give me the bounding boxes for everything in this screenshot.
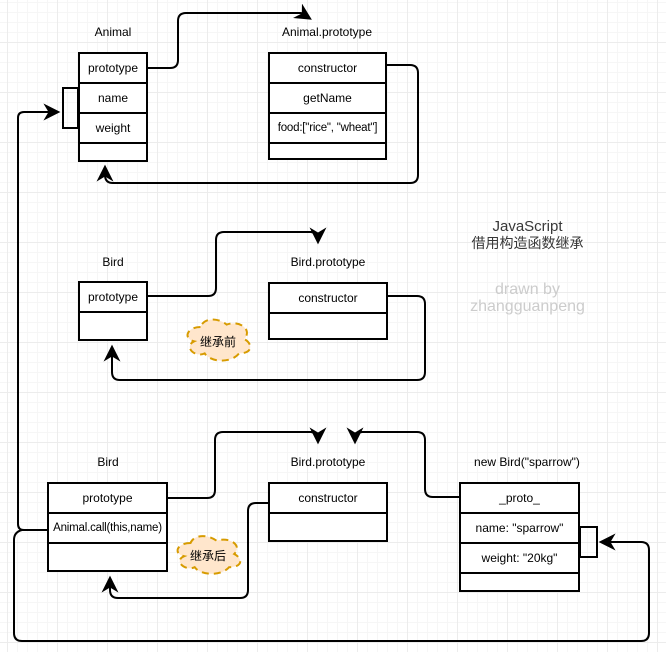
- credit-line1: drawn by: [495, 281, 560, 298]
- bird-prototype-before-box[interactable]: constructor: [268, 282, 388, 340]
- bird-before-row-empty[interactable]: [80, 311, 146, 339]
- arrow-bird-prototype-link-before: [148, 227, 327, 297]
- arrow-animal-constructor-loop: [96, 64, 419, 184]
- heading-line2: 借用构造函数继承: [471, 235, 584, 251]
- animal-row-weight[interactable]: weight: [80, 112, 146, 142]
- bird-before-box[interactable]: prototype: [78, 281, 148, 341]
- animal-row-empty[interactable]: [80, 142, 146, 160]
- diagram-credit: drawn by zhangguanpeng: [440, 281, 615, 315]
- bird-after-title: Bird: [97, 455, 119, 469]
- animal-row-prototype[interactable]: prototype: [87, 61, 139, 75]
- animal-box[interactable]: prototype name weight: [78, 52, 148, 162]
- bird-prototype-before-row-constructor[interactable]: constructor: [298, 291, 358, 305]
- bird-after-box[interactable]: prototype Animal.call(this,name): [47, 482, 168, 572]
- bird-before-row-prototype[interactable]: prototype: [87, 290, 139, 304]
- arrow-animal-call-to-instance-members: [13, 529, 650, 642]
- diagram-heading: JavaScript 借用构造函数继承: [440, 218, 615, 252]
- bird-prototype-after-title: Bird.prototype: [290, 455, 366, 469]
- new-bird-row-proto[interactable]: _proto_: [499, 491, 540, 505]
- arrow-animal-prototype-to-animal-prototype-object: [148, 3, 312, 69]
- bird-before-title: Bird: [102, 255, 124, 269]
- arrow-bird-constructor-loop-before: [103, 295, 426, 381]
- credit-line2: zhangguanpeng: [470, 298, 585, 315]
- bird-after-row-animal-call[interactable]: Animal.call(this,name): [49, 512, 166, 542]
- bird-prototype-after-row-constructor[interactable]: constructor: [298, 491, 358, 505]
- bird-prototype-after-row-empty[interactable]: [270, 512, 386, 540]
- animal-row-name[interactable]: name: [80, 82, 146, 112]
- arrow-bird-prototype-link-after: [168, 427, 327, 499]
- bird-prototype-after-box[interactable]: constructor: [268, 482, 388, 542]
- cloud-after-label: 继承后: [189, 549, 226, 563]
- animal-members-bracket: [62, 87, 79, 129]
- animal-title: Animal: [94, 25, 132, 39]
- instance-members-bracket: [579, 526, 598, 558]
- animal-prototype-box[interactable]: constructor getName food:["rice", "wheat…: [268, 52, 387, 160]
- new-bird-row-weight[interactable]: weight: "20kg": [461, 542, 578, 572]
- new-bird-row-name[interactable]: name: "sparrow": [461, 512, 578, 542]
- bird-after-row-prototype[interactable]: prototype: [82, 491, 133, 505]
- new-bird-box[interactable]: _proto_ name: "sparrow" weight: "20kg": [459, 482, 580, 592]
- animal-prototype-row-getname[interactable]: getName: [270, 82, 385, 112]
- animal-prototype-title: Animal.prototype: [281, 25, 373, 39]
- heading-line1: JavaScript: [492, 218, 563, 235]
- arrow-bird-constructor-loop-after: [101, 502, 268, 599]
- cloud-before-shape[interactable]: [186, 318, 252, 362]
- bird-prototype-before-title: Bird.prototype: [290, 255, 366, 269]
- bird-after-row-empty[interactable]: [49, 542, 166, 570]
- animal-prototype-row-constructor[interactable]: constructor: [297, 61, 358, 75]
- bird-prototype-before-row-empty[interactable]: [270, 312, 386, 338]
- arrow-instance-proto-link: [346, 427, 459, 498]
- cloud-after-shape[interactable]: [176, 535, 242, 575]
- new-bird-title: new Bird("sparrow"): [474, 455, 580, 469]
- arrow-animal-call-to-animal-members: [17, 103, 61, 531]
- animal-prototype-row-empty[interactable]: [270, 142, 385, 158]
- new-bird-row-empty[interactable]: [461, 572, 578, 590]
- cloud-before-label: 继承前: [199, 335, 236, 349]
- animal-prototype-row-food[interactable]: food:["rice", "wheat"]: [270, 112, 385, 142]
